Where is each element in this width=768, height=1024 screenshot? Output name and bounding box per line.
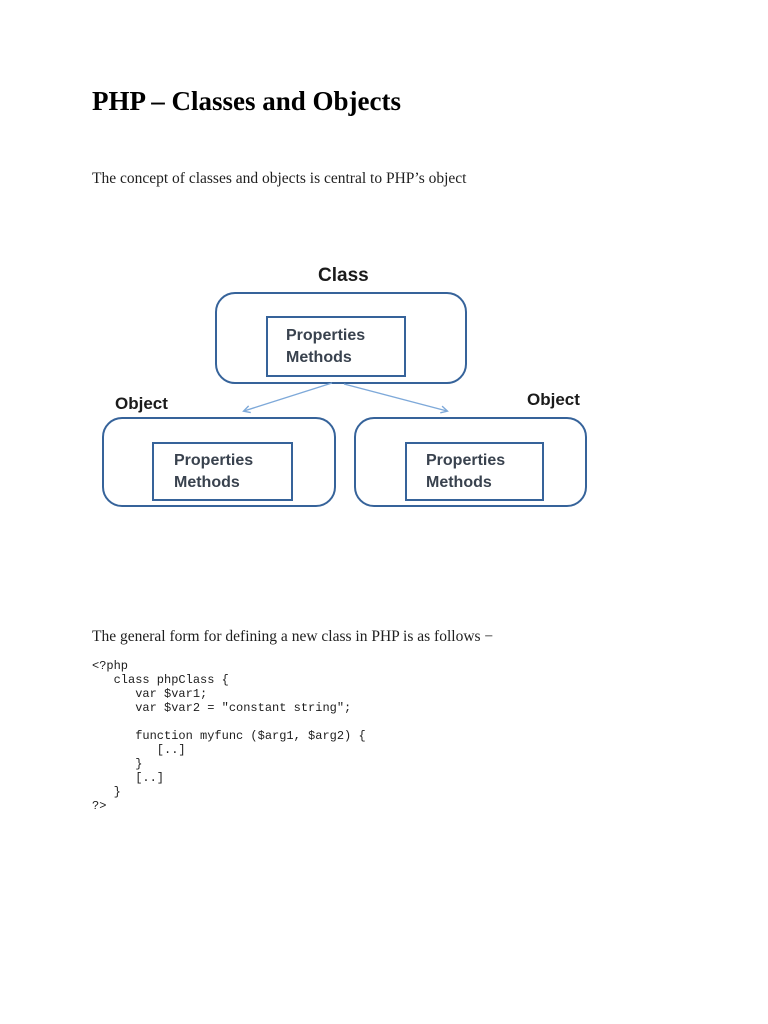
general-form-paragraph: The general form for defining a new clas… — [92, 628, 494, 645]
arrow-class-to-left-object — [242, 382, 333, 414]
left-object-label: Object — [115, 394, 168, 413]
class-methods-text: Methods — [286, 348, 352, 366]
right-object-label: Object — [527, 390, 580, 409]
class-properties-text: Properties — [286, 326, 366, 344]
arrow-class-to-right-object — [343, 383, 449, 414]
instantiation-arrows — [242, 382, 449, 414]
class-inner-box: Properties Methods — [266, 316, 406, 377]
left-object-inner-box: Properties Methods — [152, 442, 293, 501]
right-object-properties-text: Properties — [426, 451, 506, 469]
class-label: Class — [318, 265, 369, 286]
right-object-methods-text: Methods — [426, 473, 492, 491]
left-object-methods-text: Methods — [174, 473, 240, 491]
intro-paragraph: The concept of classes and objects is ce… — [92, 170, 467, 187]
php-code-block: <?php class phpClass { var $var1; var $v… — [92, 659, 366, 813]
page-title: PHP – Classes and Objects — [92, 86, 402, 116]
left-object-properties-text: Properties — [174, 451, 254, 469]
right-object-inner-box: Properties Methods — [405, 442, 544, 501]
